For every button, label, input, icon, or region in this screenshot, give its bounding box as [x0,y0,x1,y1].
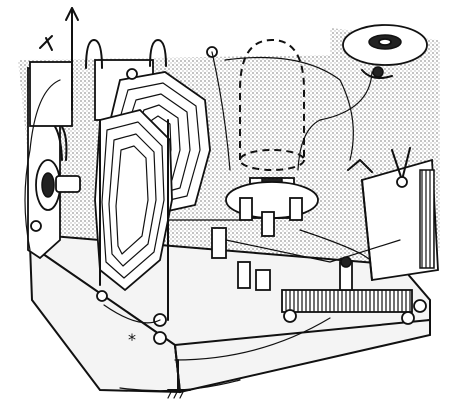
earpiece-icon [342,24,428,79]
binding-posts [30,46,427,345]
ground-symbol-icon [167,359,191,399]
wiring [24,51,401,392]
tube-socket [225,181,319,237]
rheostat [347,147,439,282]
asterisk-mark: * [128,330,136,349]
filament-rheostat [281,256,413,313]
spiderweb-coil-front [94,109,173,321]
